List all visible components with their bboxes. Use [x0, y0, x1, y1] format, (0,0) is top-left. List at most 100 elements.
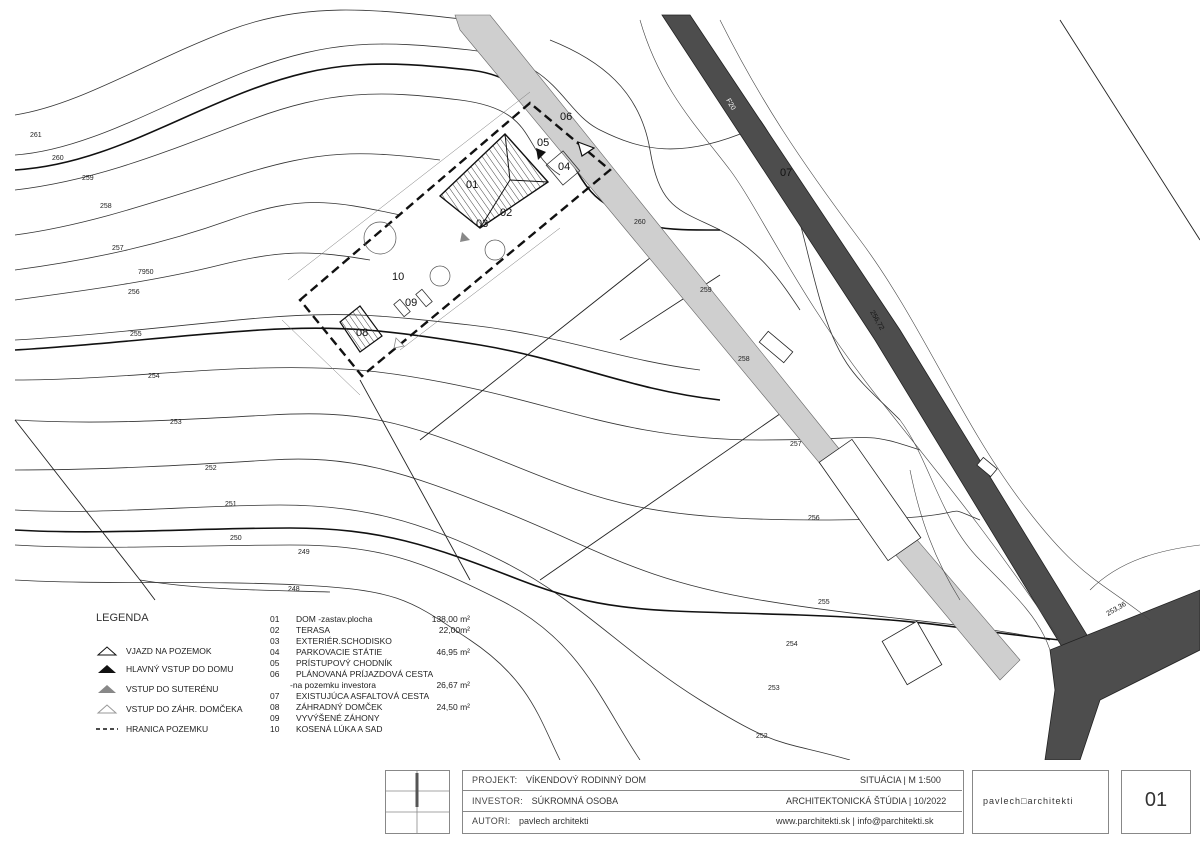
legend-symbol-row: HRANICA POZEMKU	[96, 722, 208, 736]
open-triangle-icon	[96, 646, 118, 656]
dimension-lines	[281, 91, 561, 396]
project-value: VÍKENDOVÝ RODINNÝ DOM	[525, 775, 646, 785]
site-plan-drawing: 01 02 03 04 05 06 07 08 09 10 261 260 25…	[14, 9, 1200, 760]
svg-text:248: 248	[288, 586, 300, 593]
svg-text:259: 259	[82, 175, 94, 182]
label-10: 10	[392, 271, 404, 283]
label-06: 06	[560, 111, 572, 123]
legend-symbol-label: HRANICA POZEMKU	[126, 724, 209, 734]
authors-row: AUTORI: pavlech architekti	[472, 816, 589, 826]
label-03: 03	[476, 218, 488, 230]
parcel-lines	[14, 19, 1200, 601]
svg-text:260: 260	[52, 155, 64, 162]
svg-text:249: 249	[298, 549, 310, 556]
phase: ARCHITEKTONICKÁ ŠTÚDIA | 10/2022	[786, 796, 947, 806]
svg-text:252: 252	[205, 465, 217, 472]
svg-text:253: 253	[170, 419, 182, 426]
legend-symbol-label: HLAVNÝ VSTUP DO DOMU	[126, 664, 234, 674]
investor-value: SÚKROMNÁ OSOBA	[531, 796, 619, 806]
project-label: PROJEKT:	[472, 775, 518, 785]
svg-text:260: 260	[634, 219, 646, 226]
legend-symbol-row: HLAVNÝ VSTUP DO DOMU	[96, 662, 233, 676]
label-04: 04	[558, 161, 570, 173]
svg-text:253,36: 253,36	[1106, 601, 1128, 618]
label-09: 09	[405, 297, 417, 309]
svg-text:254: 254	[148, 373, 160, 380]
roadside-buildings	[758, 330, 998, 686]
svg-text:256: 256	[128, 289, 140, 296]
plot-labels: 01 02 03 04 05 06 07 08 09 10	[356, 111, 792, 339]
svg-text:258: 258	[100, 203, 112, 210]
legend-title: LEGENDA	[96, 612, 149, 624]
label-07: 07	[780, 167, 792, 179]
raised-beds	[393, 288, 433, 318]
garden-house	[339, 305, 383, 353]
authors-value: pavlech architekti	[518, 816, 589, 826]
sheet-number-box: 01	[1121, 770, 1191, 834]
label-08: 08	[356, 327, 368, 339]
site-entry-icon	[577, 141, 596, 157]
studio-box: pavlech□architekti	[972, 770, 1109, 834]
studio-name: pavlech□architekti	[983, 796, 1074, 806]
label-01: 01	[466, 179, 478, 191]
basement-entry-icon	[460, 232, 470, 242]
svg-text:258: 258	[738, 356, 750, 363]
main-entry-icon	[536, 148, 546, 160]
legend-symbol-label: VJAZD NA POZEMOK	[126, 646, 212, 656]
grey-triangle-icon	[98, 685, 116, 693]
svg-text:257: 257	[790, 441, 802, 448]
legend-symbol-label: VSTUP DO ZÁHR. DOMČEKA	[126, 704, 243, 714]
filled-triangle-icon	[98, 665, 116, 673]
garden-entry-icon	[393, 337, 405, 349]
grid-logo-icon	[386, 771, 449, 833]
svg-text:256: 256	[808, 515, 820, 522]
legend: LEGENDA VJAZD NA POZEMOK HLAVNÝ VSTUP DO…	[96, 612, 470, 752]
divider	[462, 790, 962, 791]
svg-text:257: 257	[112, 245, 124, 252]
light-triangle-icon	[96, 704, 118, 714]
legend-symbol-row: VSTUP DO SUTERÉNU	[96, 682, 218, 696]
trees	[363, 221, 506, 287]
investor-label: INVESTOR:	[472, 796, 524, 806]
parking-bays	[545, 150, 581, 186]
svg-text:250: 250	[230, 535, 242, 542]
svg-text:253: 253	[768, 685, 780, 692]
svg-text:259: 259	[700, 287, 712, 294]
divider	[462, 811, 962, 812]
svg-text:261: 261	[30, 132, 42, 139]
label-02: 02	[500, 207, 512, 219]
plot-boundary	[298, 101, 612, 378]
svg-text:254: 254	[786, 641, 798, 648]
asphalt-junction	[1044, 589, 1200, 760]
logo-box	[385, 770, 450, 834]
legend-symbol-row: VJAZD NA POZEMOK	[96, 644, 212, 658]
project-row: PROJEKT: VÍKENDOVÝ RODINNÝ DOM	[472, 775, 646, 785]
dashed-line-icon	[96, 728, 118, 730]
svg-text:252: 252	[756, 733, 768, 740]
svg-text:251: 251	[225, 501, 237, 508]
contour-lines	[14, 9, 1051, 760]
investor-row: INVESTOR: SÚKROMNÁ OSOBA	[472, 796, 618, 806]
sheet-number: 01	[1144, 789, 1168, 811]
svg-text:7950: 7950	[138, 269, 154, 276]
sheet-title: SITUÁCIA | M 1:500	[860, 775, 941, 785]
svg-text:255: 255	[130, 331, 142, 338]
contact: www.parchitekti.sk | info@parchitekti.sk	[776, 816, 934, 826]
legend-symbol-row: VSTUP DO ZÁHR. DOMČEKA	[96, 702, 243, 716]
label-05: 05	[537, 137, 549, 149]
contour-labels: 261 260 259 258 257 256 255 254 253 252 …	[30, 132, 830, 740]
authors-label: AUTORI:	[472, 816, 511, 826]
info-box	[462, 770, 964, 834]
svg-text:255: 255	[818, 599, 830, 606]
